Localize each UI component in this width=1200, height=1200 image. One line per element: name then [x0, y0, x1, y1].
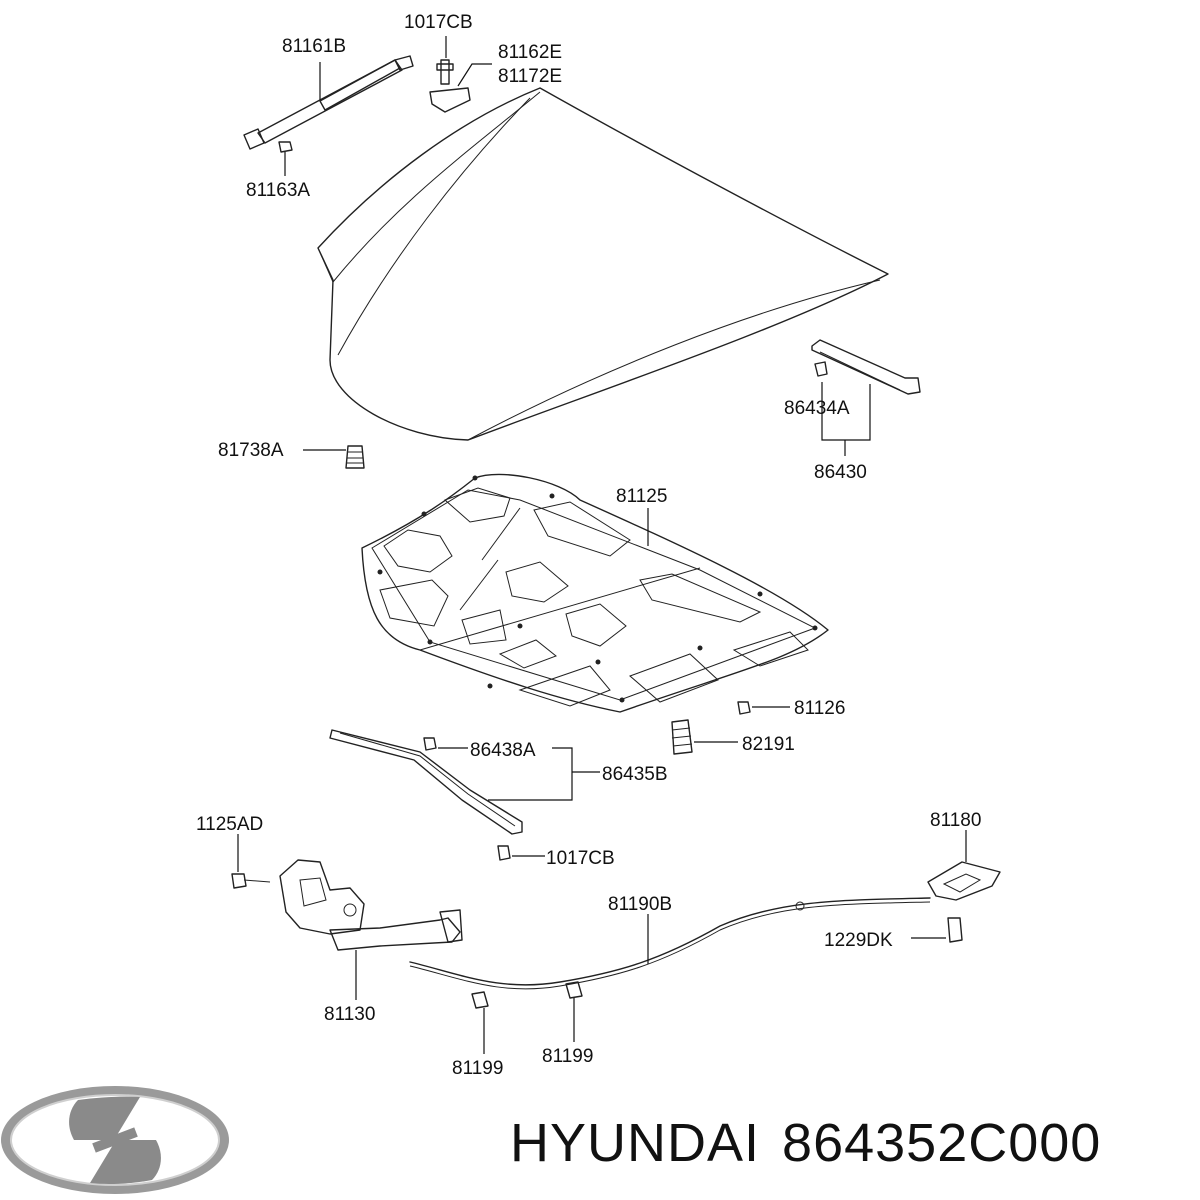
- hyundai-logo-icon: [1, 1086, 229, 1194]
- label-81125: 81125: [616, 486, 667, 507]
- label-81163A: 81163A: [246, 180, 310, 201]
- part-labels: 81161B 1017CB 81162E 81172E 81163A 86434…: [196, 12, 981, 1079]
- label-81130: 81130: [324, 1004, 375, 1025]
- label-86434A: 86434A: [784, 398, 850, 419]
- release-handle: [927, 861, 1001, 901]
- label-81738A: 81738A: [218, 440, 284, 461]
- hood-hinge-bracket: [429, 59, 471, 113]
- label-81199-right: 81199: [542, 1046, 593, 1067]
- strut-ball-stud: [278, 141, 293, 153]
- brand-part-number: HYUNDAI 864352C000: [510, 1112, 1190, 1174]
- label-86435B: 86435B: [602, 764, 668, 785]
- label-81162E: 81162E: [498, 42, 562, 63]
- insulator-clip: [737, 701, 751, 715]
- hood-bumper-stopper: [345, 445, 365, 469]
- part-number: 864352C000: [782, 1113, 1102, 1173]
- label-81161B: 81161B: [282, 36, 346, 57]
- label-81199-left: 81199: [452, 1058, 503, 1079]
- cable-clip-right: [565, 981, 583, 999]
- label-81126: 81126: [794, 698, 845, 719]
- label-81180: 81180: [930, 810, 981, 831]
- label-82191: 82191: [742, 734, 795, 755]
- hood-lift-strut: [243, 55, 414, 150]
- release-cable: [409, 897, 931, 990]
- handle-bolt: [947, 917, 963, 943]
- leader-lines: [237, 36, 967, 1054]
- cable-clip-left: [471, 991, 489, 1009]
- label-86438A: 86438A: [470, 740, 536, 761]
- label-1125AD: 1125AD: [196, 814, 263, 835]
- hood-seal-rail: [329, 729, 523, 835]
- hood-latch-assembly: [279, 859, 463, 951]
- label-81190B: 81190B: [608, 894, 672, 915]
- latch-bolt: [231, 873, 271, 889]
- label-1229DK: 1229DK: [824, 930, 893, 951]
- label-1017CB-bottom: 1017CB: [546, 848, 615, 869]
- label-86430: 86430: [814, 462, 867, 483]
- label-81172E: 81172E: [498, 66, 562, 87]
- hood-insulator-pad: [361, 473, 829, 713]
- hood-panel: [317, 87, 889, 441]
- brand-name: HYUNDAI: [510, 1113, 761, 1173]
- hood-weatherstrip: [811, 339, 921, 395]
- rail-bolt: [497, 845, 511, 861]
- rubber-stopper: [671, 719, 693, 755]
- label-1017CB-top: 1017CB: [404, 12, 473, 33]
